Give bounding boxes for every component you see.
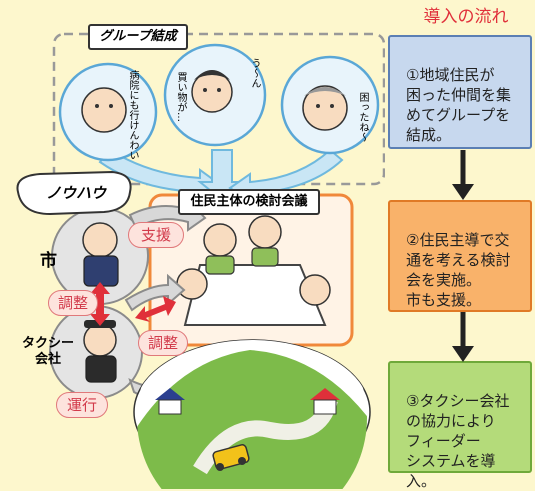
group-dashed-frame [52,32,385,186]
thinking-speech: う～ん [249,58,260,88]
village-houses [155,388,340,415]
meeting-label: 住民主体の検討会議 [178,189,320,215]
illustration [16,32,385,489]
coordinate-label-2: 調整 [138,330,188,356]
meeting-people [176,215,331,306]
city-label: 市 [40,251,57,271]
flow-step-3: ③タクシー会社 の協力により フィーダー システムを導入。 [388,361,532,490]
flow-step-3-text: ③タクシー会社 の協力により フィーダー システムを導入。 [406,392,510,490]
flow-step-1: ①地域住民が 困った仲間を集 めてグループを 結成。 [388,35,532,149]
knowhow-frame [16,170,132,216]
taxi-company-label: タクシー 会社 [21,336,74,367]
flow-title: 導入の流れ [423,7,509,27]
flow-arrow-down-1 [452,150,474,200]
hospital-speech: 病院にも行けんわい [127,70,138,160]
support-label: 支援 [128,222,184,248]
coordinate-label-1: 調整 [48,290,98,316]
flow-arrow-down-2 [452,312,474,362]
flow-step-2: ②住民主導で交 通を考える検討 会を実施。 市も支援。 [388,200,532,312]
trouble-speech: 困ったね～ [357,92,368,142]
knowhow-label: ノウハウ [45,184,106,202]
taxi-icon [212,444,250,471]
resident-faces [81,71,348,133]
operate-label: 運行 [56,392,108,418]
flow-step-1-text: ①地域住民が 困った仲間を集 めてグループを 結成。 [406,66,512,144]
group-formation-label: グループ結成 [88,24,188,50]
flow-step-2-text: ②住民主導で交 通を考える検討 会を実施。 市も支援。 [406,231,511,309]
coordination-arrows [90,282,176,326]
village-hills [137,350,367,489]
shopping-speech: 買い物が… [175,72,186,122]
